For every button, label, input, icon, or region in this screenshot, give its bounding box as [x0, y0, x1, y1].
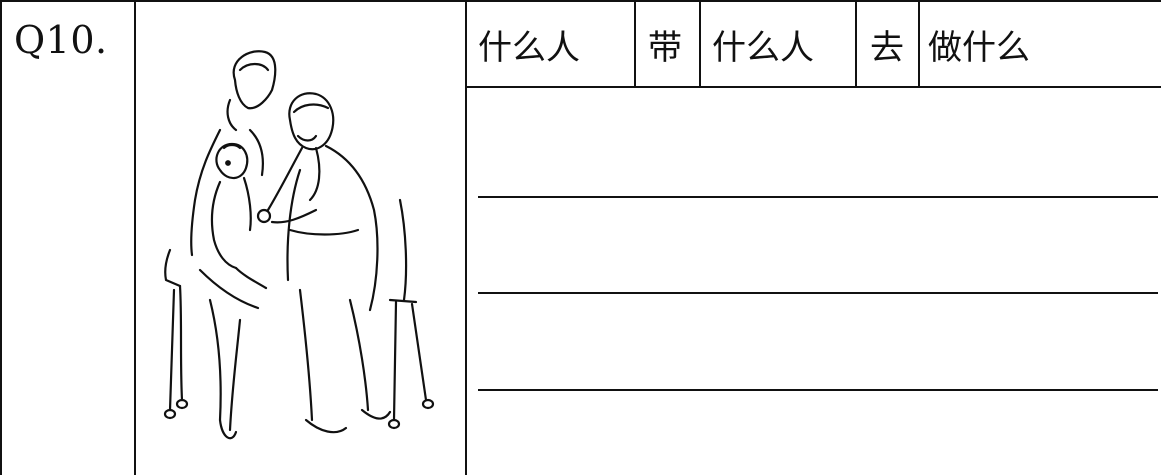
question-number: Q10.	[14, 18, 108, 62]
header-who: 什么人	[478, 27, 580, 68]
left-border	[0, 0, 2, 475]
answer-line-1[interactable]	[478, 196, 1158, 198]
header-bottom-border	[465, 86, 1161, 88]
answer-line-3[interactable]	[478, 389, 1158, 391]
header-bring: 带	[648, 27, 682, 68]
col-divider-question	[134, 0, 136, 475]
header-whom: 什么人	[712, 27, 814, 68]
answer-line-2[interactable]	[478, 292, 1158, 294]
header-do-what: 做什么	[928, 27, 1030, 68]
header-go: 去	[870, 27, 904, 68]
header-divider-4	[918, 0, 920, 88]
header-divider-2	[699, 0, 701, 88]
header-divider-3	[855, 0, 857, 88]
header-divider-1	[634, 0, 636, 88]
col-divider-picture	[465, 0, 467, 475]
doctor-exam-illustration	[140, 40, 460, 460]
top-border	[0, 0, 1161, 2]
